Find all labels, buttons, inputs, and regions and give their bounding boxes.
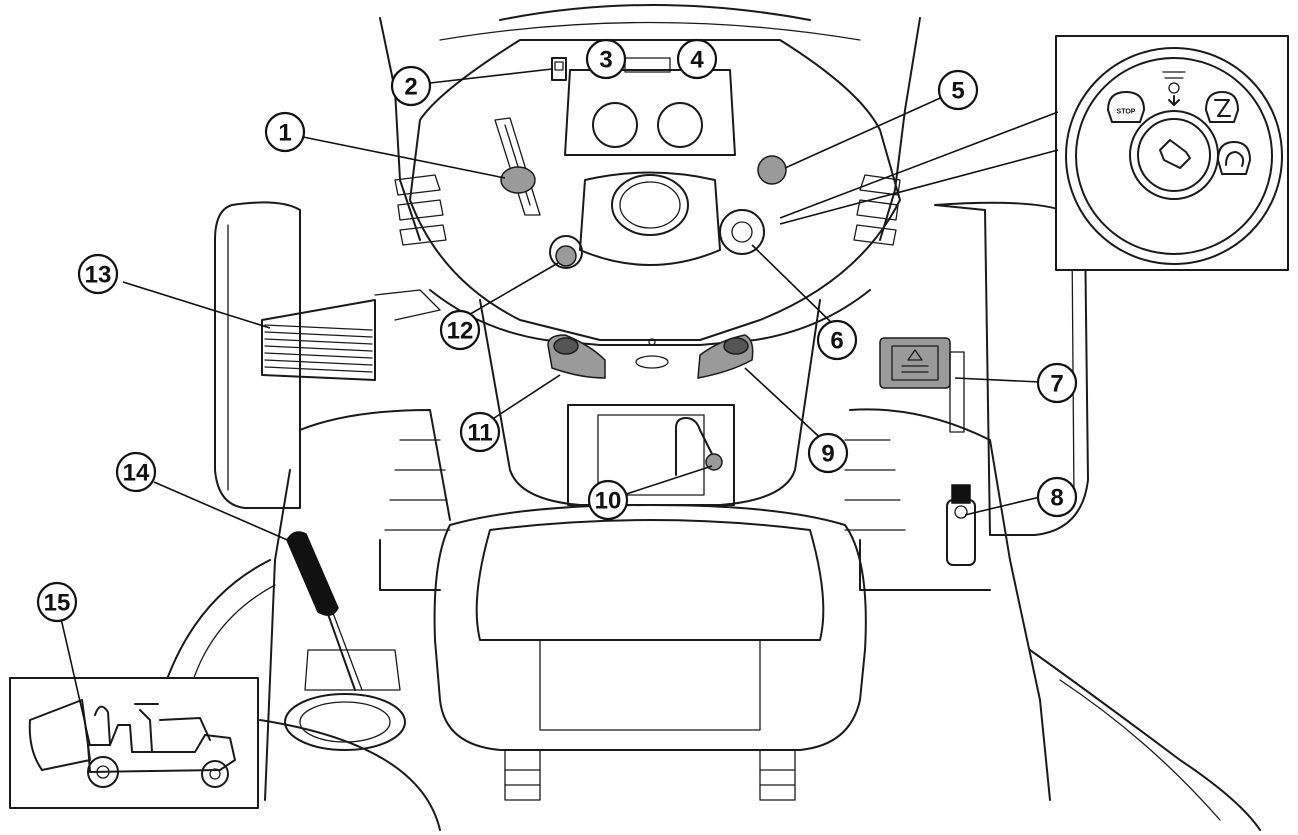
lights-icon — [1162, 71, 1186, 106]
callout-3: 3 — [585, 38, 627, 80]
callout-13: 13 — [77, 253, 119, 295]
tractor-side-view-inset — [9, 677, 259, 809]
callout-5: 5 — [937, 69, 979, 111]
callout-2: 2 — [390, 65, 432, 107]
svg-text:7: 7 — [1050, 371, 1063, 398]
callout-14: 14 — [115, 451, 157, 493]
inset-pointer-line-bottom — [779, 149, 1059, 225]
svg-text:4: 4 — [690, 47, 704, 74]
leader-lines — [59, 68, 1041, 746]
callout-15: 15 — [36, 581, 78, 623]
svg-text:11: 11 — [467, 420, 492, 447]
callout-12: 12 — [439, 309, 481, 351]
callout-7: 7 — [1036, 362, 1078, 404]
callout-1: 1 — [264, 111, 306, 153]
svg-text:15: 15 — [44, 590, 71, 617]
svg-text:9: 9 — [821, 441, 834, 468]
callout-8: 8 — [1036, 476, 1078, 518]
svg-text:3: 3 — [599, 47, 612, 74]
inset-pointer-line-top — [779, 111, 1059, 219]
run-icon — [1205, 91, 1239, 123]
ignition-detail-inset: STOP — [1055, 35, 1289, 271]
tractor-body — [159, 4, 1261, 831]
stop-label: STOP — [1117, 109, 1136, 116]
svg-text:5: 5 — [951, 78, 964, 105]
callout-4: 4 — [676, 38, 718, 80]
svg-text:6: 6 — [830, 328, 843, 355]
key-slot-icon — [1159, 139, 1191, 169]
svg-text:8: 8 — [1050, 485, 1063, 512]
callout-11: 11 — [459, 411, 501, 453]
svg-text:12: 12 — [447, 318, 474, 345]
svg-text:14: 14 — [123, 460, 150, 487]
stop-icon: STOP — [1107, 91, 1145, 123]
callout-10: 10 — [587, 479, 629, 521]
svg-text:1: 1 — [278, 120, 291, 147]
svg-text:2: 2 — [404, 74, 417, 101]
svg-text:10: 10 — [595, 488, 622, 515]
start-icon — [1217, 141, 1251, 175]
callout-6: 6 — [816, 319, 858, 361]
callout-9: 9 — [807, 432, 849, 474]
svg-text:13: 13 — [85, 262, 112, 289]
